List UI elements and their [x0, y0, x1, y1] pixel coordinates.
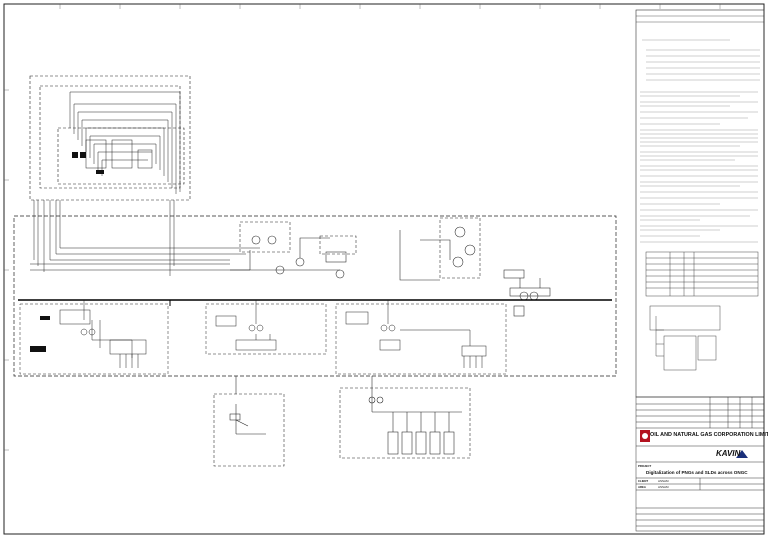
- title-block: OIL AND NATURAL GAS CORPORATION LIMITED …: [636, 397, 768, 531]
- kavin-logo: [736, 450, 748, 458]
- project-label: PROJECT: [638, 464, 652, 468]
- project-title: Digitalization of PNGs and SLDs across O…: [646, 470, 748, 475]
- brand-name: KAVIN: [716, 449, 741, 458]
- ongc-logo: [640, 430, 650, 442]
- company-name: OIL AND NATURAL GAS CORPORATION LIMITED: [650, 432, 768, 438]
- area-label: AREA: [638, 485, 646, 489]
- area-value: ASSAM: [658, 485, 669, 489]
- client-value: ASSAM: [658, 479, 669, 483]
- client-label: CLIENT: [638, 479, 649, 483]
